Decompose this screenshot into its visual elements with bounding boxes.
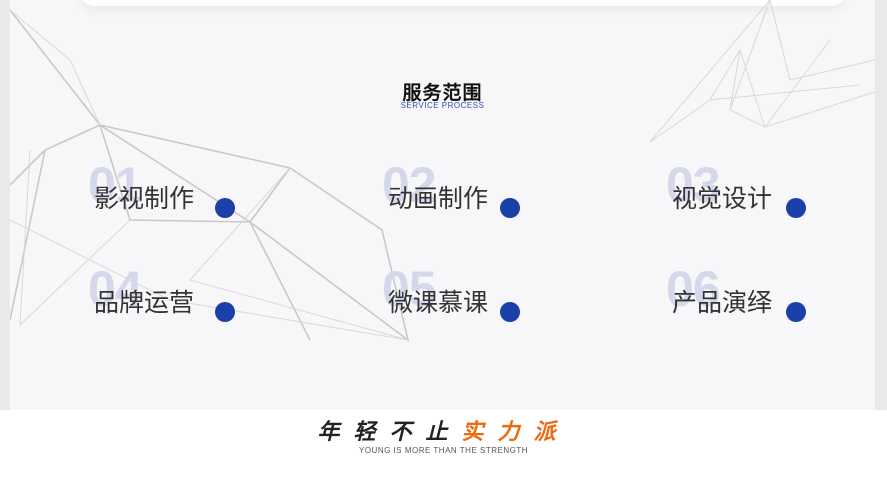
service-number: 05 [382, 261, 437, 317]
service-dot-icon[interactable] [215, 302, 235, 322]
service-dot-icon[interactable] [786, 198, 806, 218]
service-label: 微课慕课 [388, 288, 489, 317]
footer-slogan-subtitle: YOUNG IS MORE THAN THE STRENGTH [359, 446, 528, 455]
service-label: 品牌运营 [94, 288, 195, 317]
slogan-dark-text: 年轻不止 [317, 419, 462, 445]
service-dot-icon[interactable] [500, 198, 520, 218]
service-dot-icon[interactable] [215, 198, 235, 218]
geometric-wireframe-decoration [10, 0, 875, 342]
slogan-accent-text: 实力派 [461, 419, 570, 445]
footer-slogan: 年轻不止实力派 [0, 414, 887, 446]
service-item-4[interactable]: 04 品牌运营 [88, 264, 258, 334]
service-item-2[interactable]: 02 动画制作 [382, 160, 552, 230]
footer-banner: 年轻不止实力派 YOUNG IS MORE THAN THE STRENGTH [0, 410, 887, 482]
service-label: 影视制作 [94, 184, 195, 213]
service-item-3[interactable]: 03 视觉设计 [666, 160, 836, 230]
service-label: 视觉设计 [672, 184, 773, 213]
service-number: 03 [666, 157, 721, 213]
service-number: 02 [382, 157, 437, 213]
service-label: 产品演绎 [672, 288, 773, 317]
service-label: 动画制作 [388, 184, 489, 213]
service-number: 04 [88, 261, 143, 317]
service-dot-icon[interactable] [786, 302, 806, 322]
service-dot-icon[interactable] [500, 302, 520, 322]
section-title: 服务范围 [402, 82, 483, 104]
service-number: 06 [666, 261, 721, 317]
service-item-5[interactable]: 05 微课慕课 [382, 264, 552, 334]
service-item-6[interactable]: 06 产品演绎 [666, 264, 836, 334]
service-number: 01 [88, 157, 143, 213]
section-subtitle: SERVICE PROCESS [400, 101, 485, 110]
service-item-1[interactable]: 01 影视制作 [88, 160, 258, 230]
top-card-edge [80, 0, 846, 6]
services-panel: 服务范围 SERVICE PROCESS 01 影视制作 02 动画制作 03 … [10, 0, 875, 410]
